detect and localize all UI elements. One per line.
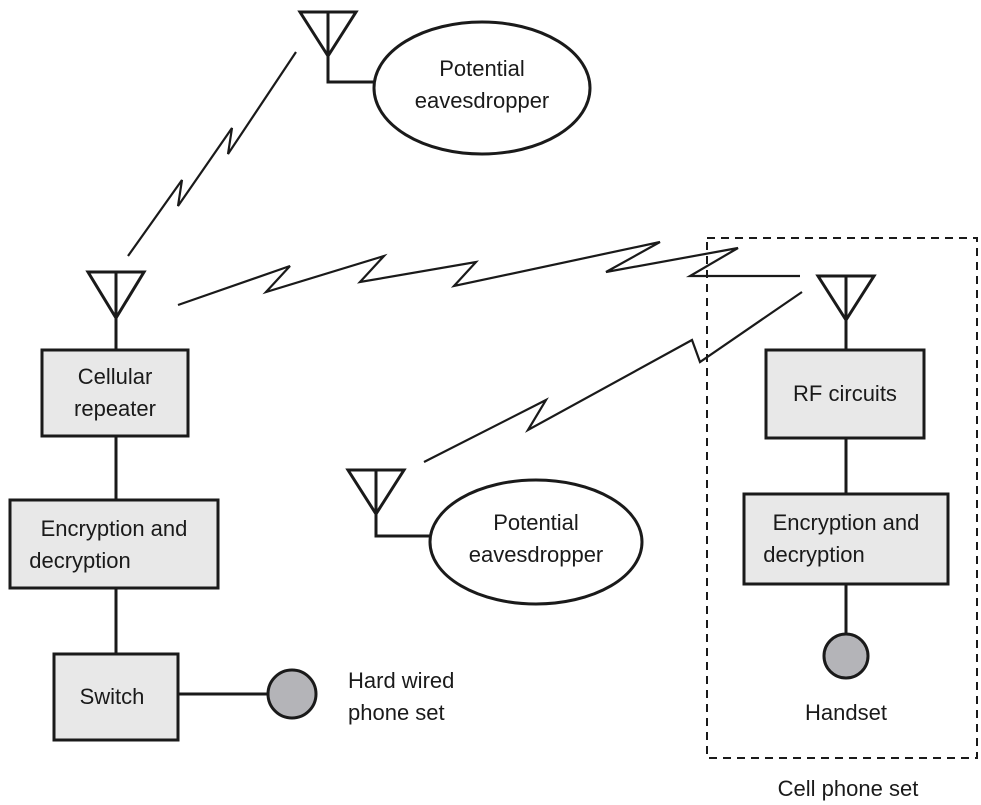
cell-phone-set-boundary: [706, 237, 978, 759]
encryption-left-label-1: Encryption and: [41, 516, 188, 541]
cellular-repeater-label-2: repeater: [74, 396, 156, 421]
hard-wired-label-2: phone set: [348, 700, 445, 725]
hard-wired-label-1: Hard wired: [348, 668, 454, 693]
radio-link-repeater-to-handset: [177, 240, 800, 307]
antenna-icon: [345, 468, 444, 538]
cellular-repeater-box: [40, 348, 190, 438]
encryption-right-label-1: Encryption and: [773, 510, 920, 535]
cellular-repeater-label-1: Cellular: [78, 364, 153, 389]
rf-circuits-label: RF circuits: [793, 381, 897, 406]
eavesdropper-top-ellipse: [372, 20, 592, 156]
encryption-decryption-left-box: [8, 498, 220, 590]
radio-link-handset-to-mid-eavesdropper: [423, 291, 803, 463]
switch-box: [52, 652, 180, 742]
encryption-left-label-2: decryption: [29, 548, 131, 573]
handset-icon: [822, 632, 870, 680]
hard-wired-phone-icon: [266, 668, 318, 720]
handset-label: Handset: [805, 700, 887, 725]
antenna-icon: [85, 270, 147, 350]
antenna-icon: [815, 274, 877, 350]
cell-phone-set-label: Cell phone set: [778, 776, 919, 801]
encryption-right-label-2: decryption: [763, 542, 865, 567]
radio-link-repeater-to-top-eavesdropper: [127, 51, 297, 257]
encryption-decryption-right-box: [742, 492, 950, 586]
antenna-icon: [297, 10, 392, 84]
eavesdropper-top-label-1: Potential: [439, 56, 525, 81]
switch-label: Switch: [80, 684, 145, 709]
eavesdropper-mid-label-1: Potential: [493, 510, 579, 535]
eavesdropper-mid-ellipse: [428, 478, 644, 606]
eavesdropper-top-label-2: eavesdropper: [415, 88, 550, 113]
eavesdropper-mid-label-2: eavesdropper: [469, 542, 604, 567]
